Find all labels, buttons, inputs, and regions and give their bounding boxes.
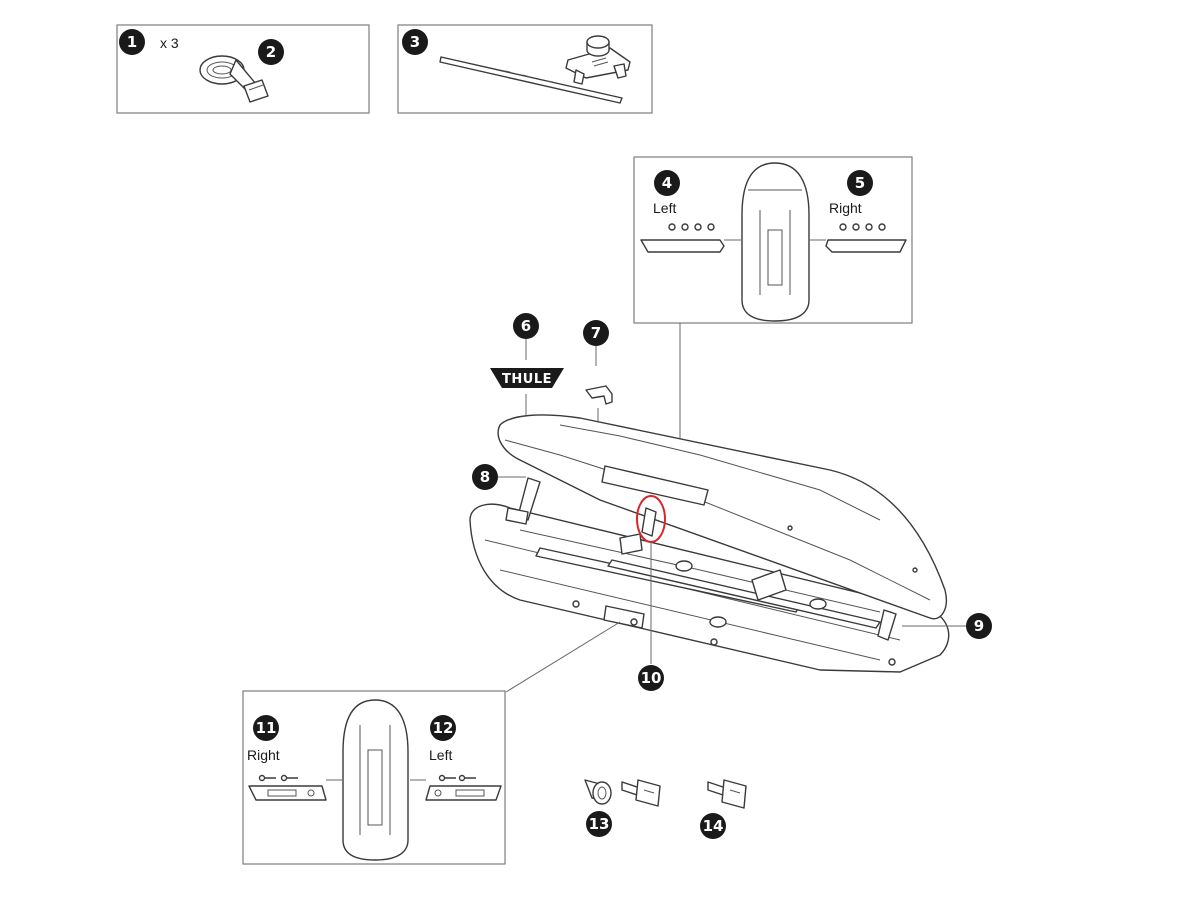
badge-10: 10 (638, 665, 664, 691)
badge-8: 8 (472, 464, 498, 490)
badge-1: 1 (119, 29, 145, 55)
svg-text:12: 12 (433, 719, 454, 737)
right-label: Right (247, 747, 280, 763)
badge-11: 11 (253, 715, 279, 741)
svg-text:9: 9 (974, 617, 984, 635)
badge-6: 6 (513, 313, 539, 339)
badge-3: 3 (402, 29, 428, 55)
svg-text:8: 8 (480, 468, 490, 486)
svg-text:2: 2 (266, 43, 276, 61)
svg-text:13: 13 (589, 815, 610, 833)
handle-right-icon (825, 239, 907, 253)
screw-set-left-icon (668, 223, 715, 231)
right-label: Right (829, 200, 862, 216)
base-handle-left-icon (425, 785, 502, 801)
svg-text:1: 1 (127, 33, 137, 51)
roof-box-top-view-icon (741, 162, 810, 322)
mount-knob-icon (565, 35, 631, 85)
base-handle-right-icon (248, 785, 327, 801)
svg-text:THULE: THULE (502, 372, 552, 387)
handle-left-icon (640, 239, 725, 253)
badge-14: 14 (700, 813, 726, 839)
svg-text:10: 10 (641, 669, 662, 687)
badge-9: 9 (966, 613, 992, 639)
thule-logo-icon: THULE (490, 368, 564, 388)
roof-box-bottom-view-icon (342, 699, 409, 861)
left-label: Left (429, 747, 452, 763)
svg-text:6: 6 (521, 317, 531, 335)
clip-icon (585, 385, 613, 405)
left-label: Left (653, 200, 676, 216)
strap-icon (199, 55, 269, 103)
svg-text:14: 14 (703, 817, 724, 835)
badge-12: 12 (430, 715, 456, 741)
badge-4: 4 (654, 170, 680, 196)
badge-2: 2 (258, 39, 284, 65)
screw-pair-left-icon (438, 774, 476, 782)
svg-text:11: 11 (256, 719, 277, 737)
spare-key-icon (707, 779, 747, 809)
lid-latch-icon (641, 507, 657, 537)
badge-13: 13 (586, 811, 612, 837)
screw-pair-right-icon (258, 774, 298, 782)
badge-5: 5 (847, 170, 873, 196)
rail-icon (439, 56, 623, 104)
screw-set-right-icon (839, 223, 886, 231)
svg-text:5: 5 (855, 174, 865, 192)
lock-cylinder-icon (584, 779, 612, 805)
roof-box-main-icon (469, 414, 950, 673)
badge-7: 7 (583, 320, 609, 346)
svg-text:3: 3 (410, 33, 420, 51)
key-icon (621, 779, 661, 807)
strap-quantity: x 3 (160, 35, 179, 51)
svg-text:4: 4 (662, 174, 672, 192)
svg-text:7: 7 (591, 324, 601, 342)
